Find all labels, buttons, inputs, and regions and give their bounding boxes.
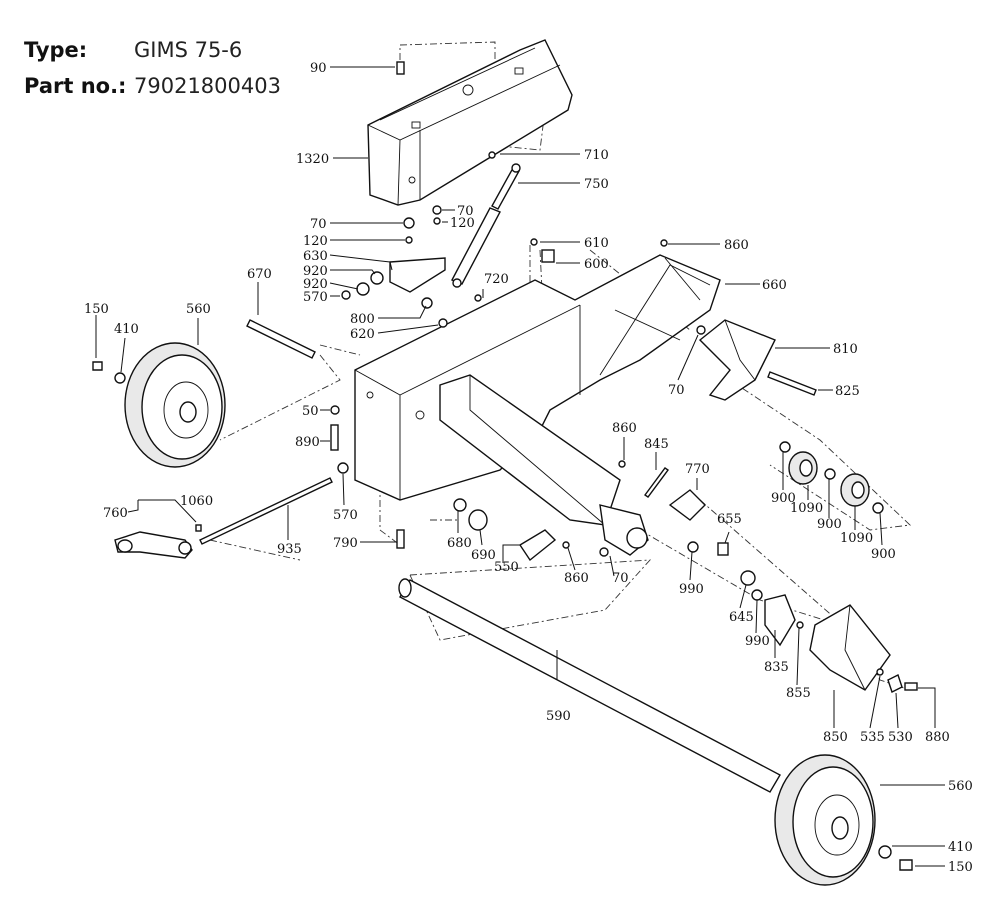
callout-530: 530: [888, 730, 913, 745]
callout-410-right: 410: [948, 840, 973, 855]
small-hardware: [195, 61, 918, 691]
callout-1320: 1320: [296, 152, 329, 167]
callout-855: 855: [786, 686, 811, 701]
callout-690: 690: [471, 548, 496, 563]
callout-550: 550: [494, 560, 519, 575]
screw-150-left: [92, 361, 103, 371]
callout-670: 670: [247, 267, 272, 282]
callout-90: 90: [310, 61, 327, 76]
axle-590: [398, 578, 781, 793]
callout-590: 590: [546, 709, 571, 724]
spacer-900-a: [779, 441, 791, 453]
bolt-825: [767, 371, 817, 396]
callout-1060: 1060: [180, 494, 213, 509]
callout-1090-b: 1090: [840, 531, 873, 546]
callout-850: 850: [823, 730, 848, 745]
callout-880: 880: [925, 730, 950, 745]
callout-535: 535: [860, 730, 885, 745]
callout-860-b: 860: [612, 421, 637, 436]
callout-710: 710: [584, 148, 609, 163]
callout-645: 645: [729, 610, 754, 625]
wheel-560-right: [774, 754, 876, 886]
callout-150-left: 150: [84, 302, 109, 317]
part-number-label: Part no.:: [24, 74, 127, 98]
callout-410-left: 410: [114, 322, 139, 337]
callout-825: 825: [835, 384, 860, 399]
callout-70-c: 70: [668, 383, 685, 398]
callout-750: 750: [584, 177, 609, 192]
cover-1320: [367, 39, 573, 206]
gas-strut-750: [451, 163, 521, 288]
bracket-835: [764, 594, 796, 647]
type-value: GIMS 75-6: [134, 38, 243, 62]
callout-660: 660: [762, 278, 787, 293]
spacer-900-c: [872, 502, 884, 514]
callout-935: 935: [277, 542, 302, 557]
knob-770: [668, 489, 706, 521]
callout-890: 890: [295, 435, 320, 450]
callout-600: 600: [584, 257, 609, 272]
callout-120-b: 120: [450, 216, 475, 231]
callout-50: 50: [302, 404, 319, 419]
part-number-value: 79021800403: [134, 74, 281, 98]
wheel-560-left: [124, 342, 226, 468]
callout-70-d: 70: [612, 571, 629, 586]
spacer-900-b: [824, 468, 836, 480]
callout-70-a: 70: [310, 217, 327, 232]
callout-920-a: 920: [303, 264, 328, 279]
type-label: Type:: [24, 38, 88, 62]
threaded-rod-935: [199, 477, 333, 545]
callout-845: 845: [644, 437, 669, 452]
part-number-row: Part no.: 79021800403: [24, 74, 281, 110]
drawing-header: Type: GIMS 75-6 Part no.: 79021800403: [24, 38, 281, 110]
bracket-810: [698, 319, 776, 401]
callout-860-a: 860: [724, 238, 749, 253]
callout-570-b: 570: [333, 508, 358, 523]
callout-570-a: 570: [303, 290, 328, 305]
type-row: Type: GIMS 75-6: [24, 38, 281, 74]
screw-150-right: [899, 859, 913, 871]
callout-655: 655: [717, 512, 742, 527]
callout-900-a: 900: [771, 491, 796, 506]
wing-nut-530: [887, 674, 903, 693]
callout-810: 810: [833, 342, 858, 357]
callout-720: 720: [484, 272, 509, 287]
callout-labels: 90 1320 710 750 70 120 70 120 610 860 63…: [84, 61, 973, 875]
callout-860-c: 860: [564, 571, 589, 586]
roller-1090-a: [788, 451, 818, 485]
callout-990-a: 990: [679, 582, 704, 597]
frame-660: [354, 254, 721, 501]
callout-800: 800: [350, 312, 375, 327]
handle-tube: [439, 374, 649, 556]
callout-610: 610: [584, 236, 609, 251]
callout-680: 680: [447, 536, 472, 551]
crank-760: [114, 531, 193, 559]
callout-990-b: 990: [745, 634, 770, 649]
roller-1090-b: [840, 473, 870, 507]
callout-770: 770: [685, 462, 710, 477]
bolt-670: [246, 319, 316, 359]
callout-150-right: 150: [948, 860, 973, 875]
callout-560-right: 560: [948, 779, 973, 794]
callout-900-c: 900: [871, 547, 896, 562]
leader-lines: [95, 66, 945, 867]
callout-835: 835: [764, 660, 789, 675]
callout-760: 760: [103, 506, 128, 521]
callout-900-b: 900: [817, 517, 842, 532]
callout-70-b: 70: [457, 204, 474, 219]
guard-850: [809, 604, 891, 691]
callout-630: 630: [303, 249, 328, 264]
washer-410-right: [878, 845, 892, 859]
callout-920-b: 920: [303, 277, 328, 292]
callout-1090-a: 1090: [790, 501, 823, 516]
callout-560-left: 560: [186, 302, 211, 317]
callout-620: 620: [350, 327, 375, 342]
callout-120-a: 120: [303, 234, 328, 249]
washer-410-left: [114, 372, 126, 384]
callout-790: 790: [333, 536, 358, 551]
